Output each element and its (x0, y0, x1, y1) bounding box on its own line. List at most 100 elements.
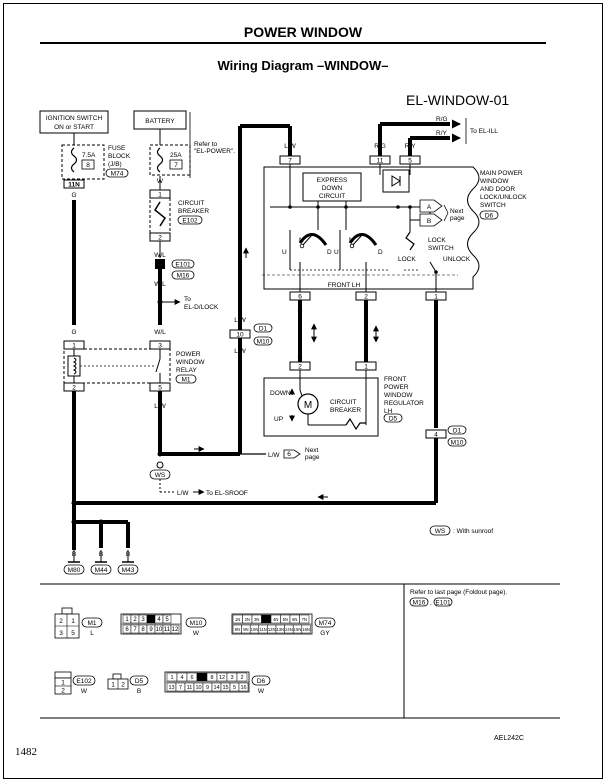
connector-cavity-number: 13N (276, 627, 284, 632)
svg-text:DOWN: DOWN (322, 185, 343, 192)
svg-text:B: B (427, 218, 431, 225)
connector-cavity-number: 6 (125, 627, 129, 633)
svg-text:D6: D6 (257, 678, 266, 685)
fuse-icon (70, 147, 78, 173)
svg-text:EXPRESS: EXPRESS (317, 177, 348, 184)
svg-text:N: N (299, 237, 304, 244)
ignition-label-1: IGNITION SWITCH (46, 115, 103, 122)
connector-cavity-number: 15N (294, 627, 302, 632)
svg-text:WINDOW: WINDOW (176, 359, 205, 366)
connector-cavity-number: 4 (180, 675, 183, 681)
svg-text:1: 1 (71, 618, 75, 625)
connector-cavity-number: 12N (268, 627, 276, 632)
svg-text:BREAKER: BREAKER (178, 208, 209, 215)
svg-text:LH: LH (384, 408, 393, 415)
svg-text:D1: D1 (453, 428, 462, 435)
svg-text:2: 2 (61, 688, 65, 695)
svg-text:R/G: R/G (436, 116, 448, 123)
connector-cavity-number: 15 (222, 685, 228, 691)
power-window-relay: 1 3 2 5 POWER WINDOW RELAY M1 (63, 340, 205, 392)
connector-view-e102: 1 2 E102 W (54, 671, 96, 695)
svg-text:EL-D/LOCK: EL-D/LOCK (184, 304, 219, 311)
connector-cavity-number: 12 (172, 627, 179, 633)
svg-text:E101: E101 (435, 600, 451, 607)
svg-text:R/Y: R/Y (405, 143, 417, 150)
front-power-window-regulator: 2 1 M DOWN UP CIRCUIT BREAKER FRONT POWE… (263, 361, 424, 437)
conn-d5: D5 (389, 416, 398, 423)
svg-text:LOCK/UNLOCK: LOCK/UNLOCK (480, 194, 527, 201)
connector-cavity-number: 7N (302, 617, 307, 622)
connector-cavity-number: 10 (156, 627, 163, 633)
svg-text:LOCK: LOCK (398, 256, 416, 263)
svg-text:E102: E102 (76, 678, 92, 685)
circuit-breaker: 1 2 CIRCUIT BREAKER E102 (149, 189, 209, 242)
svg-text:RELAY: RELAY (176, 367, 197, 374)
svg-text:R/Y: R/Y (436, 130, 448, 137)
conn-m10: M10 (257, 339, 270, 346)
legend-ws: WS (435, 528, 446, 535)
svg-text:To EL-ILL: To EL-ILL (470, 128, 498, 135)
svg-text:page: page (305, 454, 320, 461)
svg-text:W: W (81, 688, 88, 695)
fuse-block: 7.5A 8 FUSE BLOCK (J/B) M74 (61, 144, 131, 180)
svg-text:GY: GY (320, 630, 330, 637)
svg-text:2: 2 (72, 385, 76, 392)
svg-text:L/W: L/W (177, 490, 189, 497)
svg-text:D: D (378, 249, 383, 256)
connector-cavity-number: 11N (259, 627, 266, 632)
connector-cavity-number: 16 (240, 685, 246, 691)
connector-cavity (146, 614, 156, 624)
svg-text:BLOCK: BLOCK (108, 153, 131, 160)
svg-text:6: 6 (287, 451, 291, 458)
ignition-switch: IGNITION SWITCH ON or START (39, 110, 109, 134)
svg-text:M10: M10 (451, 440, 464, 447)
svg-text:U: U (282, 249, 287, 256)
connector-cavity-number: 11 (187, 685, 193, 691)
svg-text:L: L (90, 630, 94, 637)
connector-cavity-number: 5N (283, 617, 288, 622)
svg-text:UP: UP (274, 416, 283, 423)
conn-d1: D1 (259, 326, 268, 333)
svg-text:M16: M16 (413, 600, 426, 607)
connector-cavity-number: 6N (292, 617, 297, 622)
svg-text:DOWN: DOWN (270, 390, 291, 397)
svg-text:1: 1 (61, 680, 65, 687)
svg-text:SWITCH: SWITCH (480, 202, 506, 209)
connector-cavity-number: 13 (168, 685, 174, 691)
svg-text:11: 11 (377, 158, 384, 165)
connector-cavity-number: 2 (133, 617, 137, 623)
connector-cavity (162, 614, 172, 624)
svg-text:(J/B): (J/B) (108, 161, 122, 168)
connector-cavity (236, 672, 248, 682)
svg-text:CIRCUIT: CIRCUIT (319, 193, 345, 200)
connector-cavity-number: 3 (141, 617, 145, 623)
main-power-window-switch: 7 11 5 EXPRESS DOWN CIRCUIT (262, 155, 527, 301)
connector-cavity-number: 8N (235, 627, 240, 632)
connector-cavity-number: 7 (133, 627, 137, 633)
connector-cavity-number: 3N (254, 617, 259, 622)
connector-cavity-number: 11 (164, 627, 171, 633)
connector-cavity-number: 3 (230, 675, 233, 681)
svg-text:2: 2 (364, 294, 368, 301)
connector-cavity (238, 682, 249, 692)
connector-cavity-number: 14N (285, 627, 293, 632)
connector-cavity-number: 10 (195, 685, 201, 691)
connector-cavity-number: 2 (240, 675, 243, 681)
svg-text:MAIN POWER: MAIN POWER (480, 170, 523, 177)
svg-text:3: 3 (158, 343, 162, 350)
connector-cavity-number: 7 (179, 685, 182, 691)
fuse-icon (156, 147, 164, 173)
svg-text:5: 5 (71, 630, 75, 637)
page-title: POWER WINDOW (243, 24, 363, 40)
page-number: 1482 (15, 746, 37, 758)
svg-text:R/G: R/G (374, 143, 386, 150)
reference-code: AEL242C (494, 735, 524, 742)
page-border (3, 3, 603, 779)
ws-option-mark: WS (155, 472, 166, 479)
connector-cavity-number: 9 (206, 685, 209, 691)
svg-text:AND DOOR: AND DOOR (480, 186, 515, 193)
connector-cavity-number: 1 (125, 617, 129, 623)
